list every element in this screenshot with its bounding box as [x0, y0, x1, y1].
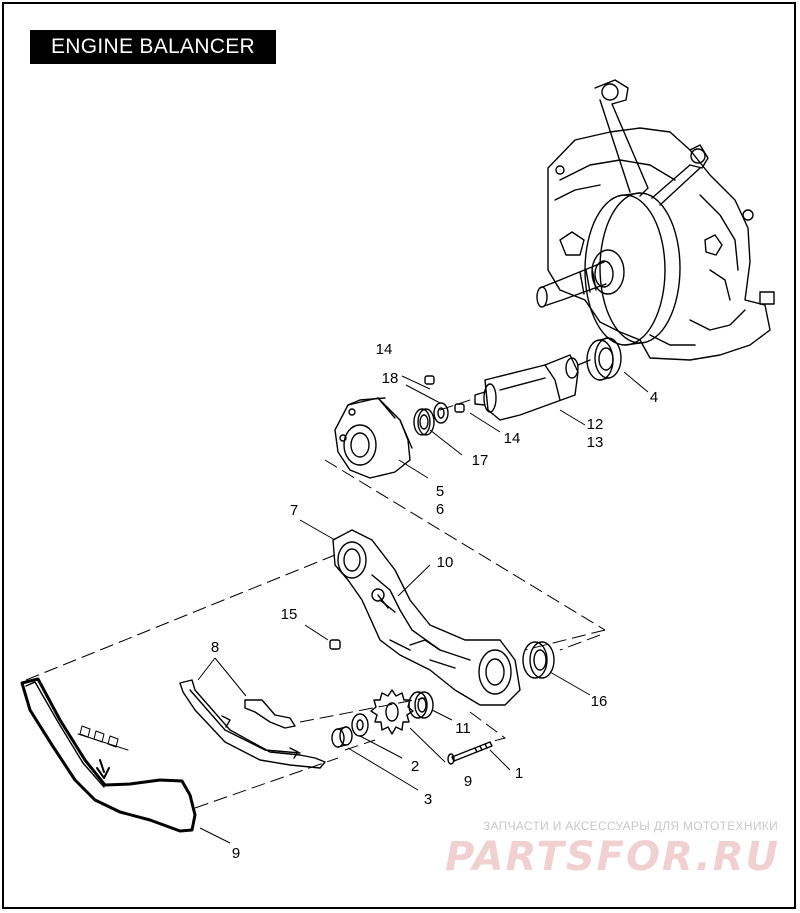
- dowel-pin-14-middle: [454, 403, 465, 413]
- callout-13: 13: [587, 434, 604, 451]
- balancer-housing-part-5-6: [334, 397, 413, 479]
- watermark-subtitle: ЗАПЧАСТИ И АКСЕССУАРЫ ДЛЯ МОТОТЕХНИКИ: [483, 819, 778, 833]
- sprocket-part-9: [370, 689, 414, 735]
- bolt-part-1: [447, 741, 493, 765]
- callout-11: 11: [455, 720, 471, 737]
- callout-4: 4: [650, 389, 658, 406]
- alignment-lines: [25, 399, 606, 809]
- balancer-chain-part-9: [20, 677, 197, 833]
- washer-part-18: [433, 402, 449, 424]
- bearing-part-4: [586, 337, 622, 381]
- callout-10: 10: [437, 554, 454, 571]
- crankcase-illustration: [536, 79, 775, 361]
- callout-8: 8: [211, 639, 219, 656]
- washer-part-2: [351, 713, 369, 737]
- nut-part-3: [331, 726, 353, 748]
- balancer-shaft-part-12-13: [474, 354, 591, 421]
- callout-14-top: 14: [376, 341, 393, 358]
- callout-2: 2: [411, 758, 419, 775]
- dowel-pin-part-15: [329, 639, 341, 650]
- diagram-title: ENGINE BALANCER: [30, 30, 276, 64]
- dowel-pin-14-top: [424, 375, 435, 385]
- chain-guide-part-8: [179, 679, 326, 769]
- callout-labels: 1 2 3 4 5 6 7 8 9 9 10 11 12 13 14 14 15…: [211, 341, 658, 862]
- callout-17: 17: [472, 452, 489, 469]
- watermark: ЗАПЧАСТИ И АКСЕССУАРЫ ДЛЯ МОТОТЕХНИКИ PA…: [445, 819, 780, 880]
- seal-ring-part-17: [413, 408, 435, 436]
- callout-7: 7: [290, 502, 298, 519]
- callout-14-middle: 14: [504, 430, 521, 447]
- callout-18: 18: [382, 370, 399, 387]
- callout-15: 15: [281, 606, 298, 623]
- leader-lines: [197, 371, 649, 844]
- callout-12: 12: [587, 416, 604, 433]
- callout-6: 6: [436, 501, 444, 518]
- callout-3: 3: [424, 791, 432, 808]
- bearing-part-16: [522, 641, 555, 679]
- callout-16: 16: [591, 693, 608, 710]
- balancer-bracket-part-7-10: [332, 529, 521, 706]
- callout-1: 1: [515, 765, 523, 782]
- spacer-part-11: [408, 691, 434, 719]
- callout-9-chain: 9: [232, 845, 240, 862]
- watermark-brand: PARTSFOR.RU: [445, 834, 780, 880]
- callout-9-sprocket: 9: [464, 773, 472, 790]
- callout-5: 5: [436, 483, 444, 500]
